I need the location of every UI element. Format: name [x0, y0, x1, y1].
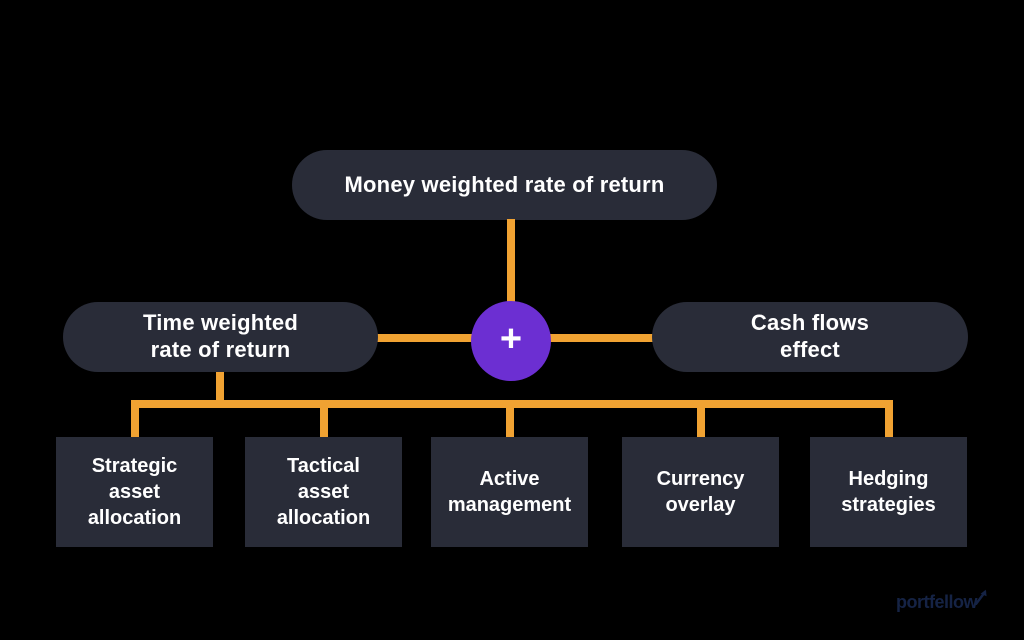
plus-icon: + — [499, 318, 523, 360]
connector-drop-currency — [697, 408, 705, 438]
node-cash-flows-effect: Cash flows effect — [652, 302, 968, 372]
logo-trend-arrow-icon — [975, 589, 987, 605]
connector-drop-strategic — [131, 408, 139, 438]
connector-bus-horizontal — [131, 400, 893, 408]
node-money-weighted-rate-of-return: Money weighted rate of return — [292, 150, 717, 220]
connector-drop-tactical — [320, 408, 328, 438]
connector-drop-active — [506, 408, 514, 438]
node-tactical-asset-allocation: Tactical asset allocation — [245, 437, 402, 547]
node-active-management: Active management — [431, 437, 588, 547]
node-hedging-strategies: Hedging strategies — [810, 437, 967, 547]
node-currency-overlay: Currency overlay — [622, 437, 779, 547]
plus-operator-circle: + — [471, 301, 551, 381]
node-strategic-asset-allocation: Strategic asset allocation — [56, 437, 213, 547]
portfellow-logo: portfellow — [896, 589, 989, 611]
connector-feeder-vertical — [216, 371, 224, 402]
connector-left-horizontal — [376, 334, 474, 342]
connector-drop-hedging — [885, 408, 893, 438]
connector-right-horizontal — [549, 334, 654, 342]
node-time-weighted-rate-of-return: Time weighted rate of return — [63, 302, 378, 372]
connector-root-vertical — [507, 219, 515, 303]
portfellow-logo-text: portfellow — [896, 592, 978, 612]
